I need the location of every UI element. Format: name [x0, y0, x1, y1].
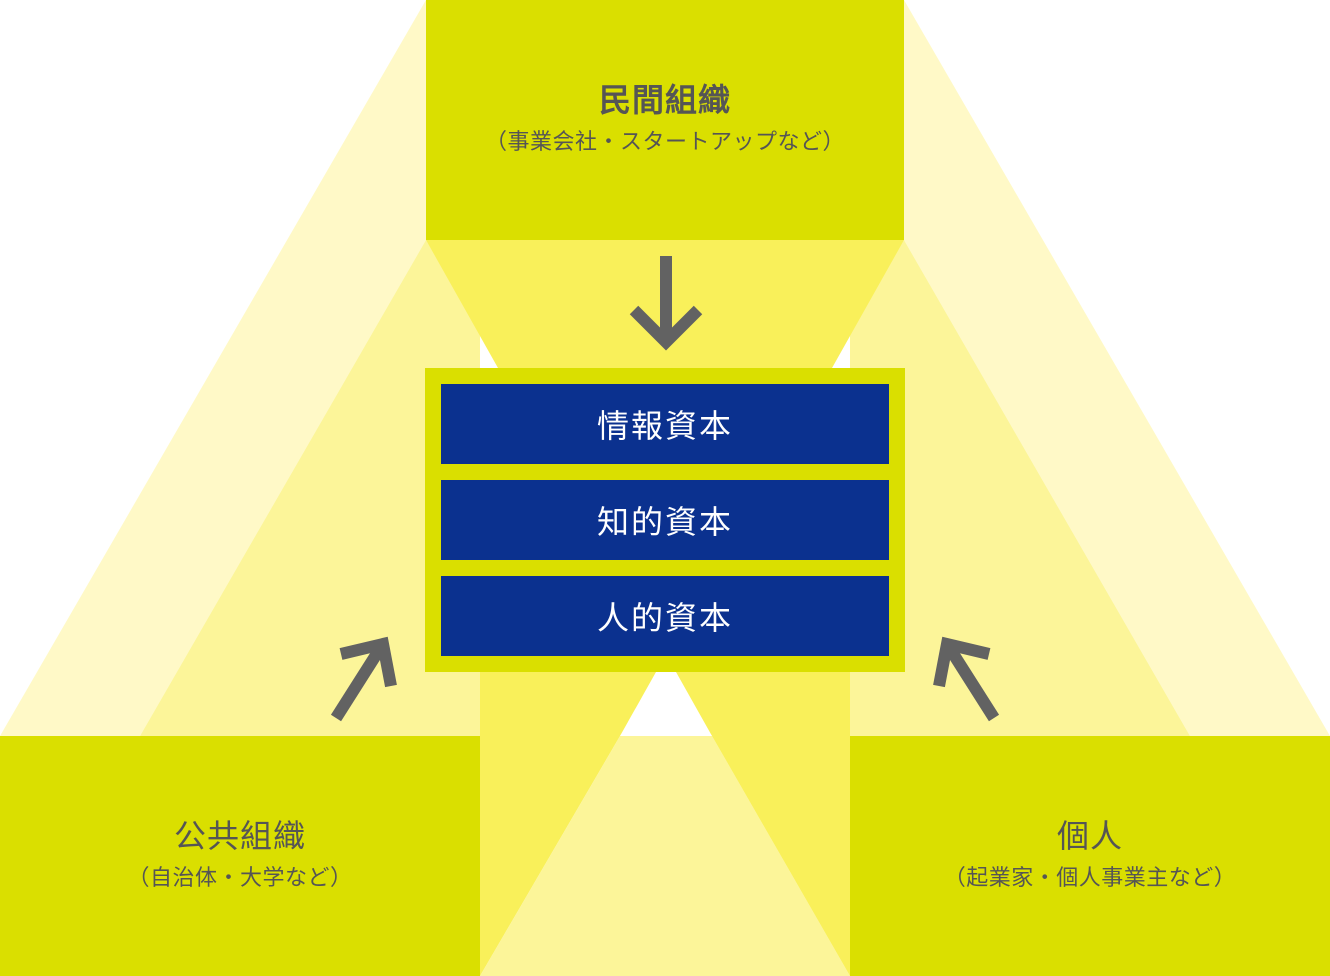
private-organization-title: 民間組織	[598, 81, 731, 120]
beam-right-bright	[666, 672, 850, 736]
arrow-down-icon	[629, 256, 703, 351]
beam-outer-left	[0, 0, 426, 736]
individual-subtitle: （起業家・個人事業主など）	[943, 865, 1237, 891]
beam-left-bright	[480, 672, 666, 736]
individual-box: 個人 （起業家・個人事業主など）	[850, 736, 1330, 976]
beam-bottom-pale	[480, 736, 850, 976]
beam-outer-right	[904, 0, 1330, 736]
public-organization-subtitle: （自治体・大学など）	[127, 865, 353, 891]
intellectual-capital-bar: 知的資本	[441, 480, 889, 560]
information-capital-bar: 情報資本	[441, 384, 889, 464]
public-organization-title: 公共組織	[173, 817, 306, 856]
individual-title: 個人	[1056, 817, 1123, 856]
capital-stack: 情報資本 知的資本 人的資本	[425, 368, 905, 672]
center-gap	[620, 672, 712, 736]
human-capital-bar: 人的資本	[441, 576, 889, 656]
beam-mid-right	[850, 240, 1190, 736]
beam-right-lower	[712, 736, 850, 976]
public-organization-box: 公共組織 （自治体・大学など）	[0, 736, 480, 976]
private-organization-box: 民間組織 （事業会社・スタートアップなど）	[426, 0, 904, 240]
beam-mid-left	[140, 240, 480, 736]
private-organization-subtitle: （事業会社・スタートアップなど）	[484, 129, 845, 155]
arrow-up-left-icon	[933, 636, 1000, 722]
arrow-up-right-icon	[330, 636, 397, 722]
